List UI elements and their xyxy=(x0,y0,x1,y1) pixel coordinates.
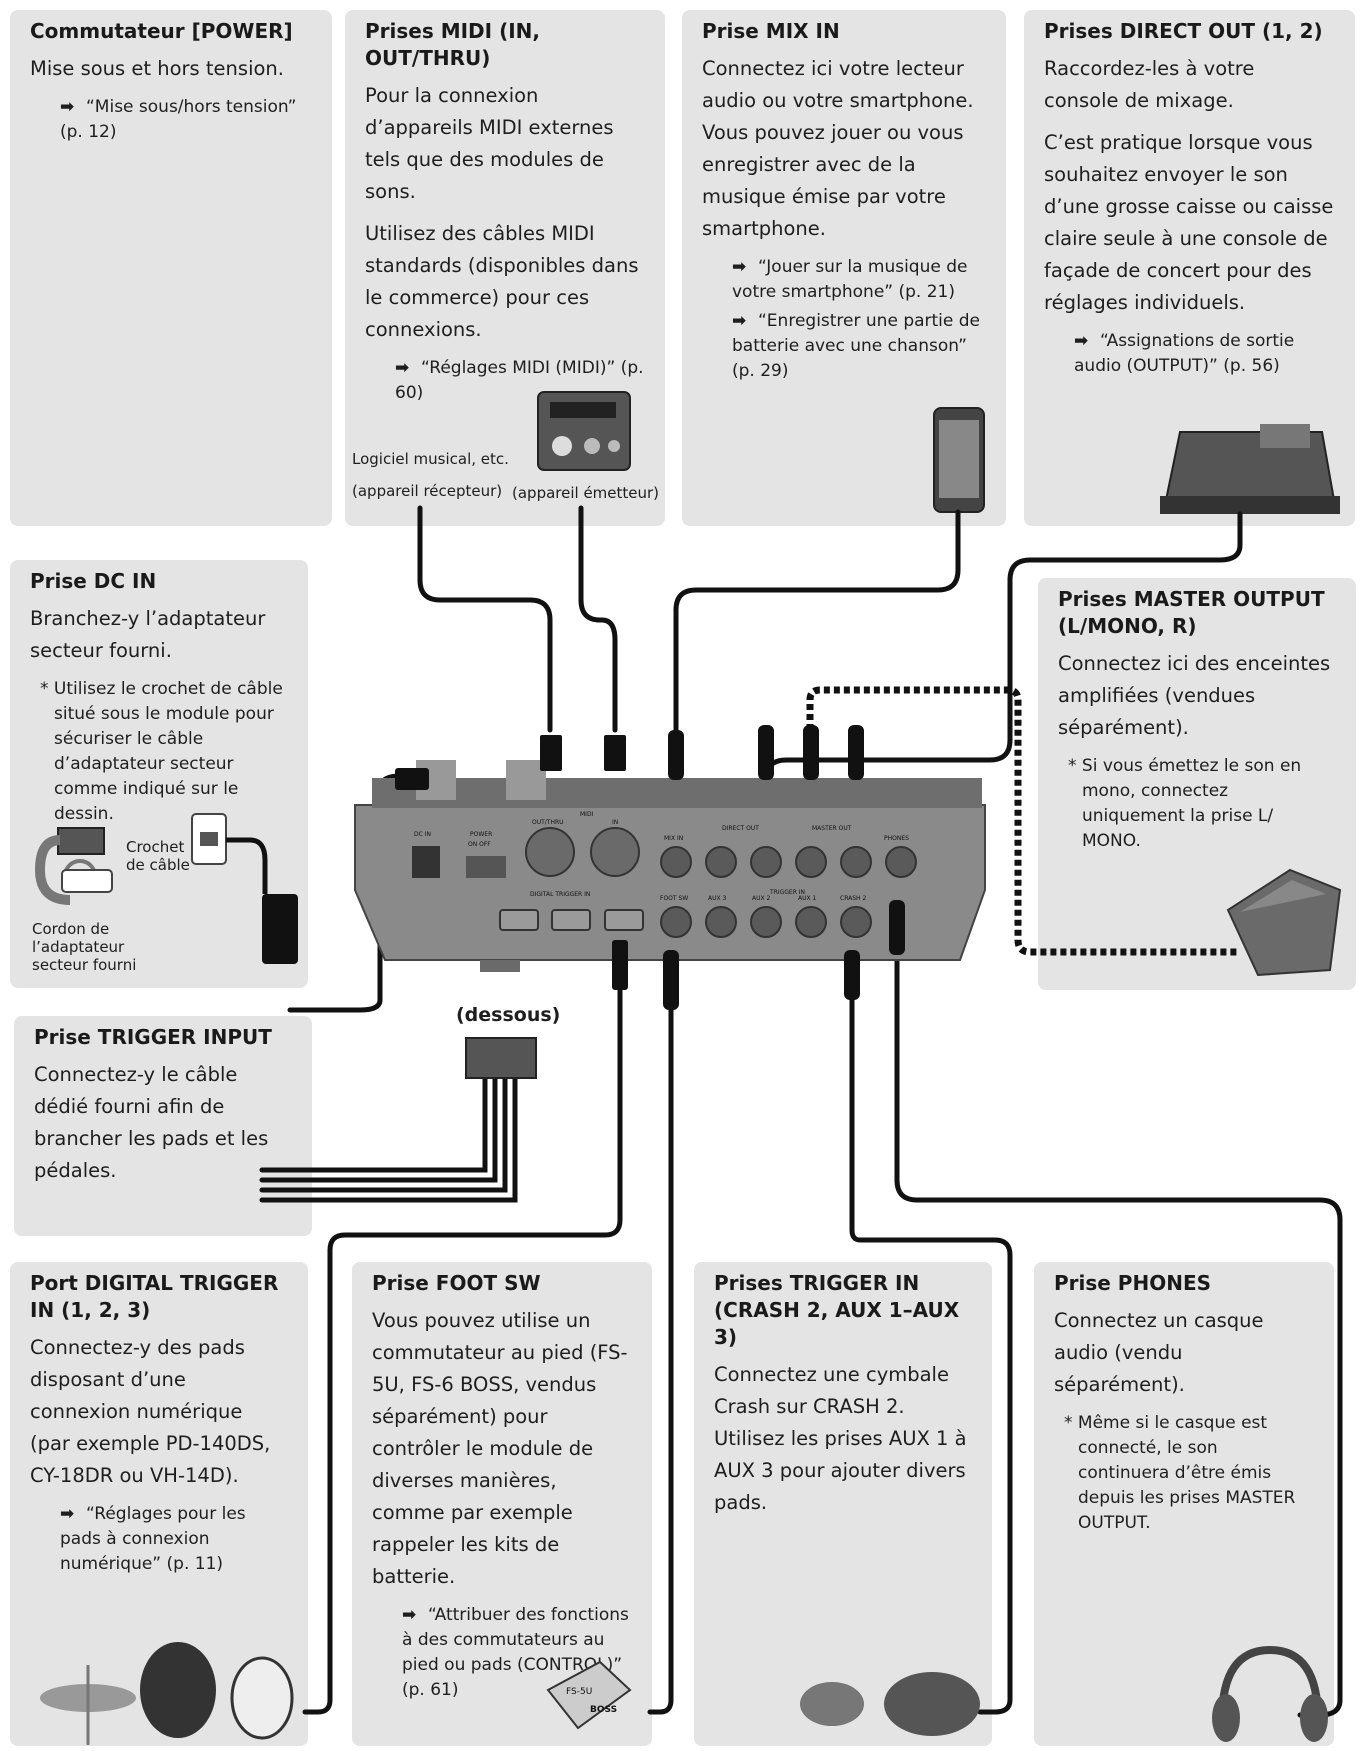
directout-text-1: Raccordez-les à votre console de mixage. xyxy=(1044,57,1255,112)
arrow-right-icon: ➡ xyxy=(60,1504,75,1524)
panel-triggerin-label: TRIGGER IN xyxy=(769,889,805,896)
panel-crash2-label: CRASH 2 xyxy=(840,895,866,902)
triggerinput-title: Prise TRIGGER INPUT xyxy=(34,1025,272,1049)
phones-note: * Même si le casque est connecté, le son… xyxy=(1064,1413,1296,1533)
arrow-right-icon: ➡ xyxy=(1074,331,1089,351)
midi-ref: ➡“Réglages MIDI (MIDI)” (p. 60) xyxy=(395,358,644,403)
footsw-text: Vous pouvez utilise un commutateur au pi… xyxy=(372,1309,628,1588)
cord-label: Cordon de l’adaptateur secteur fourni xyxy=(32,920,137,974)
panel-aux1-label: AUX 1 xyxy=(798,895,817,902)
triggerinput-box: Prise TRIGGER INPUT Connectez-y le câble… xyxy=(14,1016,312,1236)
mixin-text: Connectez ici votre lecteur audio ou vot… xyxy=(702,57,974,240)
masterout-title: Prises MASTER OUTPUT (L/MONO, R) xyxy=(1058,587,1325,638)
midi-in-cable xyxy=(578,505,618,733)
panel-aux2-label: AUX 2 xyxy=(752,895,771,902)
panel-outthru-label: OUT/THRU xyxy=(532,819,564,826)
dcin-box: Prise DC IN Branchez-y l’adaptateur sect… xyxy=(10,560,308,988)
panel-midi-label: MIDI xyxy=(580,811,594,818)
triggerin-title: Prises TRIGGER IN (CRASH 2, AUX 1–AUX 3) xyxy=(714,1271,960,1349)
directout-title: Prises DIRECT OUT (1, 2) xyxy=(1044,19,1323,43)
footsw-cable xyxy=(647,982,674,1715)
masterout-note: * Si vous émettez le son en mono, connec… xyxy=(1068,756,1302,851)
arrow-right-icon: ➡ xyxy=(732,257,747,277)
drum-module xyxy=(354,760,986,972)
mixin-box: Prise MIX IN Connectez ici votre lecteur… xyxy=(682,10,1006,526)
underside-label: (dessous) xyxy=(456,1004,561,1026)
midi-text-1: Pour la connexion d’appareils MIDI exter… xyxy=(365,84,614,203)
arrow-right-icon: ➡ xyxy=(732,311,747,331)
mixin-ref-2: ➡“Enregistrer une partie de batterie ave… xyxy=(732,311,981,381)
midi-text-2: Utilisez des câbles MIDI standards (disp… xyxy=(365,222,639,341)
power-switch-box: Commutateur [POWER] Mise sous et hors te… xyxy=(10,10,332,526)
midi-box: Prises MIDI (IN, OUT/THRU) Pour la conne… xyxy=(345,10,665,526)
arrow-right-icon: ➡ xyxy=(60,97,75,117)
digital-box: Port DIGITAL TRIGGER IN (1, 2, 3) Connec… xyxy=(10,1262,308,1746)
midi-out-cable xyxy=(417,505,553,733)
dcin-note: * Utilisez le crochet de câble situé sou… xyxy=(40,679,283,824)
arrow-right-icon: ➡ xyxy=(402,1605,417,1625)
directout-ref: ➡“Assignations de sortie audio (OUTPUT)”… xyxy=(1074,331,1295,376)
panel-dcin-label: DC IN xyxy=(414,831,431,838)
phones-title: Prise PHONES xyxy=(1054,1271,1212,1295)
panel-in-label: IN xyxy=(612,819,618,826)
panel-masterout-label: MASTER OUT xyxy=(812,825,852,832)
footsw-ref: ➡“Attribuer des fonctions à des commutat… xyxy=(402,1605,629,1700)
digital-text: Connectez-y des pads disposant d’une con… xyxy=(30,1336,271,1487)
panel-phones-label: PHONES xyxy=(884,835,909,842)
directout-box: Prises DIRECT OUT (1, 2) Raccordez-les à… xyxy=(1024,10,1355,526)
power-text: Mise sous et hors tension. xyxy=(30,57,284,80)
software-label: Logiciel musical, etc. xyxy=(352,450,509,468)
triggerinput-text: Connectez-y le câble dédié fourni afin d… xyxy=(34,1063,269,1182)
masterout-box: Prises MASTER OUTPUT (L/MONO, R) Connect… xyxy=(1038,578,1356,990)
triggerin-box: Prises TRIGGER IN (CRASH 2, AUX 1–AUX 3)… xyxy=(694,1262,992,1746)
panel-onoff-label: ON OFF xyxy=(468,841,491,848)
phones-text: Connectez un casque audio (vendu séparém… xyxy=(1054,1309,1264,1396)
trigger-input-connector xyxy=(465,1037,537,1079)
panel-power-label: POWER xyxy=(470,831,492,838)
panel-aux3-label: AUX 3 xyxy=(708,895,727,902)
midi-title: Prises MIDI (IN, OUT/THRU) xyxy=(365,19,540,70)
arrow-right-icon: ➡ xyxy=(395,358,410,378)
mixin-ref-1: ➡“Jouer sur la musique de votre smartpho… xyxy=(732,257,968,302)
sender-label: (appareil émetteur) xyxy=(512,484,660,502)
power-title: Commutateur [POWER] xyxy=(30,19,293,43)
panel-directout-label: DIRECT OUT xyxy=(722,825,759,832)
dcin-title: Prise DC IN xyxy=(30,569,157,593)
triggerin-text-1: Connectez une cymbale Crash sur CRASH 2. xyxy=(714,1363,949,1418)
mixin-title: Prise MIX IN xyxy=(702,19,840,43)
digital-title: Port DIGITAL TRIGGER IN (1, 2, 3) xyxy=(30,1271,279,1322)
masterout-text: Connectez ici des enceintes amplifiées (… xyxy=(1058,652,1331,739)
panel-footsw-label: FOOT SW xyxy=(660,895,688,902)
directout-text-2: C’est pratique lorsque vous souhaitez en… xyxy=(1044,131,1334,314)
mixin-cable xyxy=(673,509,961,733)
dcin-cable xyxy=(287,773,413,1013)
triggerin-text-2: Utilisez les prises AUX 1 à AUX 3 pour a… xyxy=(714,1427,967,1514)
footsw-box: Prise FOOT SW Vous pouvez utilise un com… xyxy=(352,1262,652,1746)
panel-digital-label: DIGITAL TRIGGER IN xyxy=(530,891,590,898)
dcin-text: Branchez-y l’adaptateur secteur fourni. xyxy=(30,607,266,662)
footsw-title: Prise FOOT SW xyxy=(372,1271,541,1295)
phones-box: Prise PHONES Connectez un casque audio (… xyxy=(1034,1262,1334,1746)
panel-mixin-label: MIX IN xyxy=(664,835,683,842)
hook-label: Crochet de câble xyxy=(126,838,190,874)
digital-ref: ➡“Réglages pour les pads à connexion num… xyxy=(60,1504,246,1574)
power-ref: ➡“Mise sous/hors tension” (p. 12) xyxy=(60,97,297,142)
receiver-label: (appareil récepteur) xyxy=(352,482,503,500)
